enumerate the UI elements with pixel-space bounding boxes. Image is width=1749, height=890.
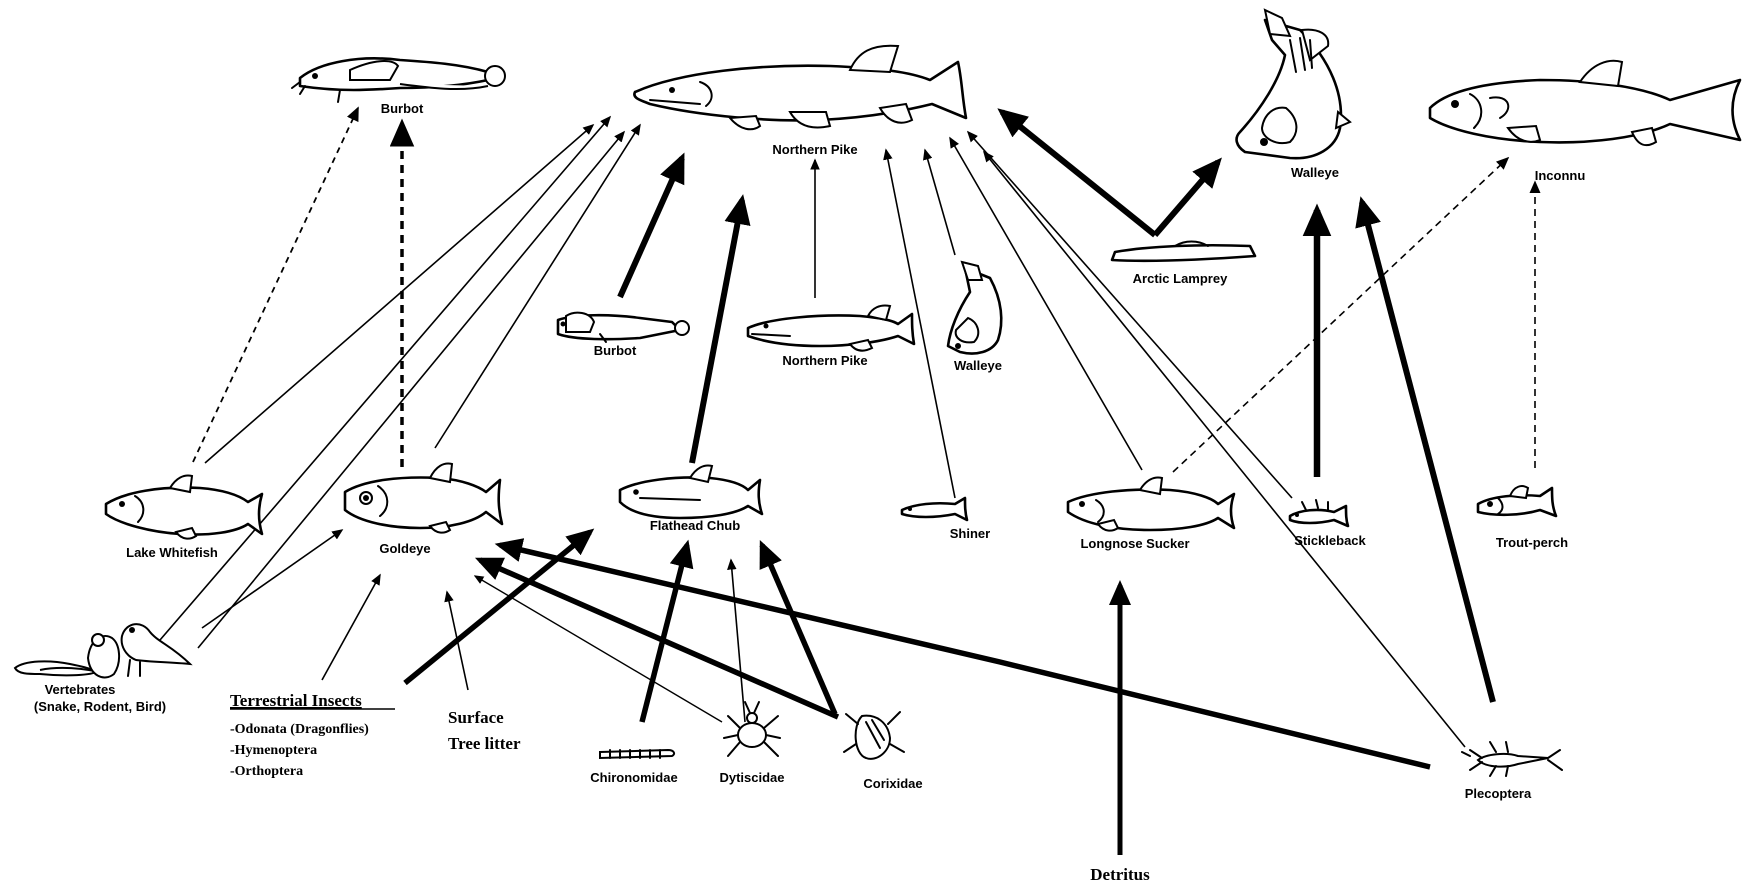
longnose-sucker-icon (1066, 476, 1236, 532)
dytiscidae-icon (723, 701, 781, 757)
links-layer (159, 106, 1541, 855)
flathead-chub-icon (618, 464, 764, 520)
terrestrial-item-3: -Orthoptera (230, 764, 303, 779)
burbot-top-icon (291, 57, 506, 103)
stickleback-label: Stickleback (1294, 533, 1366, 548)
inconnu-icon (1428, 59, 1742, 147)
vertebrates-label-2: (Snake, Rodent, Bird) (34, 699, 166, 714)
link-shiner-pike (883, 148, 956, 499)
link-terrestrial-goldeye (321, 573, 381, 681)
link-vertebrates-pike-2 (197, 130, 626, 649)
northern-pike-top-icon (633, 44, 968, 131)
terrestrial-insects-title: Terrestrial Insects (230, 691, 362, 710)
goldeye-icon (343, 462, 504, 534)
goldeye-label: Goldeye (379, 541, 430, 556)
link-burbot-mid-pike (617, 152, 685, 299)
chironomidae-label: Chironomidae (590, 770, 677, 785)
link-sucker-pike (949, 136, 1143, 471)
arctic-lamprey-icon (1110, 240, 1257, 263)
link-walleye-lamprey-pike (997, 108, 1157, 238)
terrestrial-item-1: -Odonata (Dragonflies) (230, 722, 369, 737)
stickleback-icon (1288, 499, 1350, 528)
link-dytiscidae-chub (727, 558, 746, 723)
vertebrates-label-1: Vertebrates (45, 682, 116, 697)
plecoptera-label: Plecoptera (1465, 786, 1532, 801)
link-plecoptera-goldeye (494, 538, 1431, 770)
chironomidae-icon (599, 748, 676, 760)
vertebrates-icon (13, 623, 193, 679)
link-lamprey-walleye (1152, 157, 1222, 237)
walleye-top-icon (1235, 8, 1352, 160)
link-vertebrates-goldeye (201, 529, 344, 629)
link-lakewhitefish-burbot (192, 106, 359, 463)
surface-label-2: Tree litter (448, 734, 521, 753)
plecoptera-icon (1461, 741, 1563, 777)
walleye-top-label: Walleye (1291, 165, 1339, 180)
flathead-chub-label: Flathead Chub (650, 518, 740, 533)
northern-pike-mid-icon (746, 304, 916, 352)
link-chub-pike (689, 194, 751, 464)
trout-perch-label: Trout-perch (1496, 535, 1568, 550)
burbot-mid-icon (556, 311, 690, 343)
arctic-lamprey-label: Arctic Lamprey (1133, 271, 1228, 286)
corixidae-icon (843, 711, 905, 760)
lake-whitefish-label: Lake Whitefish (126, 545, 218, 560)
link-dytiscidae-goldeye (473, 575, 723, 723)
burbot-top-label: Burbot (381, 101, 424, 116)
surface-label-1: Surface (448, 708, 504, 727)
walleye-mid-icon (946, 260, 1003, 355)
dytiscidae-label: Dytiscidae (719, 770, 784, 785)
link-plecoptera-walleye (1355, 196, 1496, 703)
northern-pike-top-label: Northern Pike (772, 142, 857, 157)
northern-pike-mid-label: Northern Pike (782, 353, 867, 368)
link-walleye-mid-pike (923, 148, 956, 256)
terrestrial-item-2: -Hymenoptera (230, 743, 317, 758)
link-goldeye-pike (434, 123, 641, 449)
link-corixidae-goldeye (474, 557, 840, 720)
walleye-mid-label: Walleye (954, 358, 1002, 373)
link-plecoptera-pike (982, 150, 1466, 748)
shiner-icon (900, 496, 969, 522)
link-sucker-inconnu (1172, 156, 1510, 473)
burbot-mid-label: Burbot (594, 343, 637, 358)
link-lakewhitefish-pike (204, 123, 595, 464)
link-chironomidae-chub (639, 539, 694, 723)
link-stickleback-pike (966, 130, 1293, 499)
link-vertebrates-pike (159, 115, 612, 641)
link-corixidae-chub (759, 539, 838, 716)
longnose-sucker-label: Longnose Sucker (1080, 536, 1189, 551)
shiner-label: Shiner (950, 526, 990, 541)
trout-perch-icon (1476, 485, 1558, 518)
corixidae-label: Corixidae (863, 776, 922, 791)
inconnu-label: Inconnu (1535, 168, 1586, 183)
detritus-label: Detritus (1090, 865, 1150, 884)
link-terrestrial-chub (403, 528, 595, 686)
lake-whitefish-icon (104, 474, 264, 540)
